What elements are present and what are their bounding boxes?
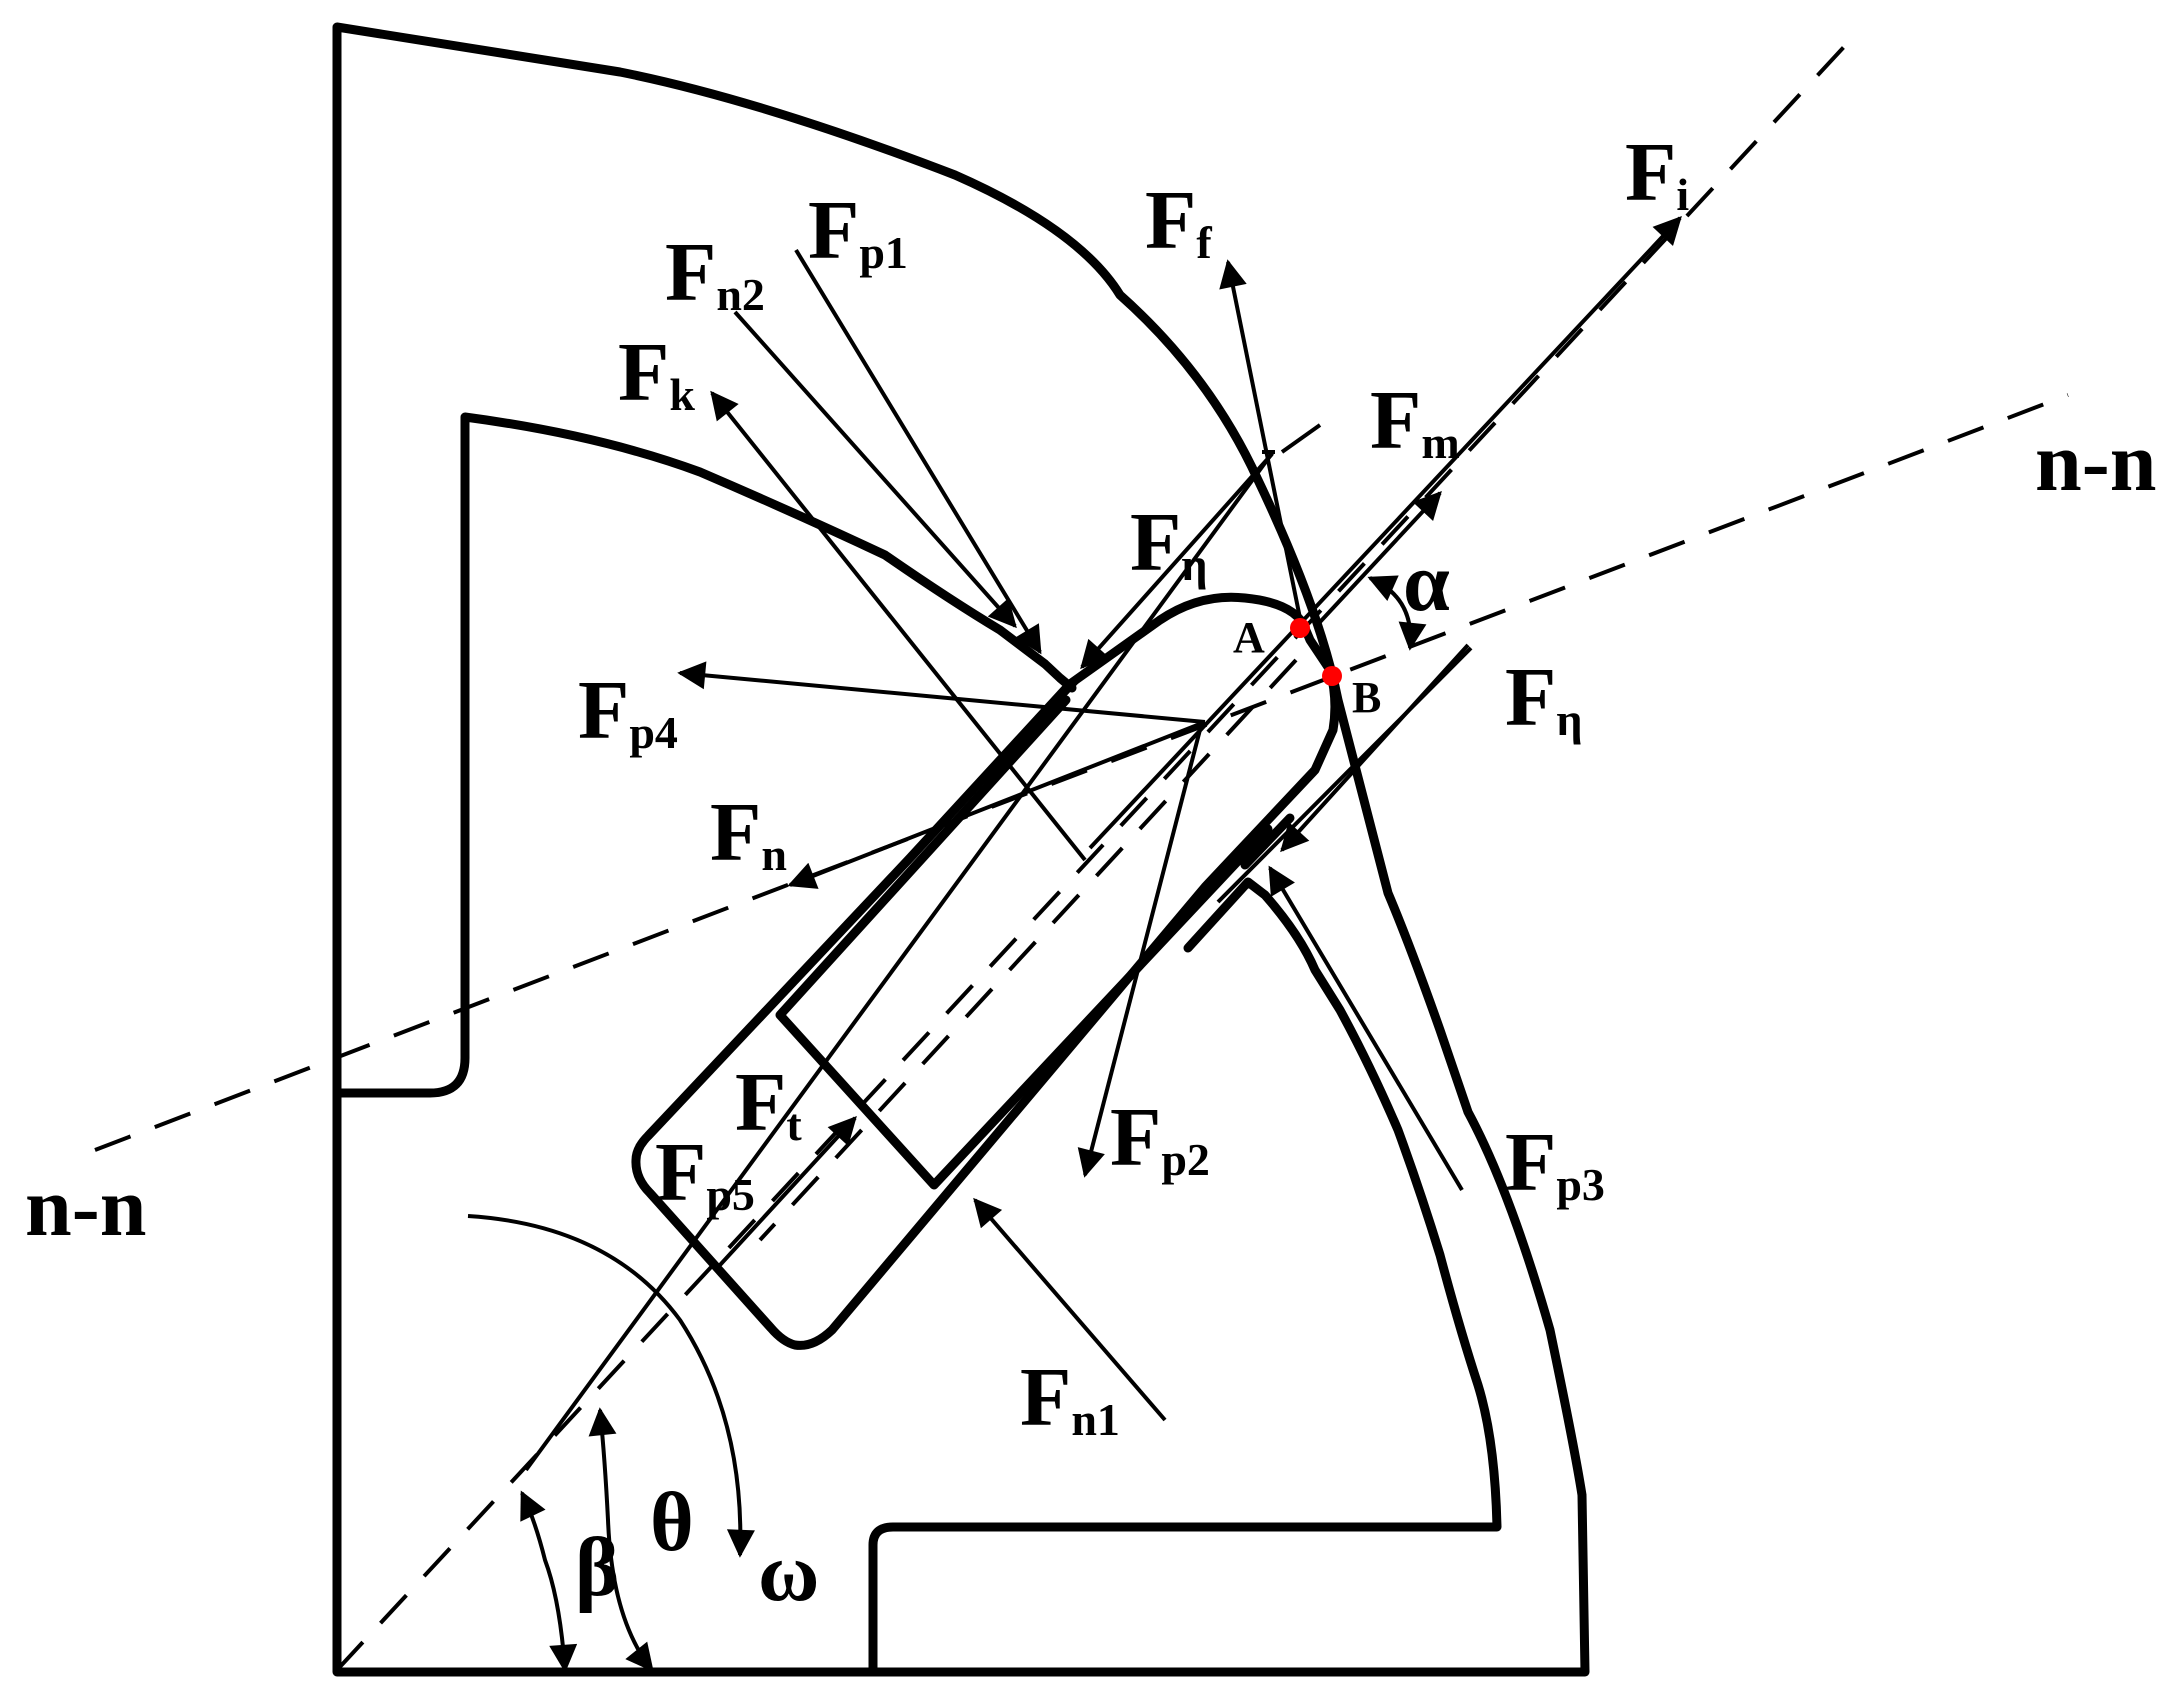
label-nn-right: n-n (2035, 416, 2156, 509)
label-alpha: α (1403, 536, 1450, 629)
label-fn: Fn (710, 786, 787, 880)
vane-centerline (335, 33, 1857, 1672)
labels: n-n n-n Fi Ff Fp1 Fn2 Fk Fm Fη Fη Fp4 Fn… (25, 126, 2156, 1619)
label-feta-right: Fη (1505, 651, 1582, 745)
angle-arcs (467, 575, 1427, 1673)
label-fn1: Fn1 (1020, 1351, 1120, 1445)
label-beta: β (575, 1521, 619, 1614)
contact-points (1290, 618, 1342, 686)
label-fm: Fm (1370, 374, 1460, 468)
arrow-fp1 (794, 248, 1042, 655)
arrow-fn2 (733, 310, 1017, 629)
alpha-arc (1367, 575, 1427, 651)
label-omega: ω (758, 1526, 819, 1619)
label-theta: θ (650, 1476, 694, 1569)
label-fp1: Fp1 (808, 184, 908, 278)
arrow-feta-right (1280, 643, 1470, 853)
label-fp3: Fp3 (1505, 1116, 1605, 1210)
label-feta-top: Fη (1130, 496, 1207, 590)
arrow-fp3 (1268, 865, 1464, 1192)
omega-arc (467, 1214, 755, 1558)
arrow-fp4 (677, 661, 1206, 724)
arrow-ft (718, 1115, 857, 1267)
label-ft: Ft (735, 1056, 802, 1150)
label-fi: Fi (1625, 126, 1689, 220)
label-fp5: Fp5 (655, 1126, 755, 1220)
arrow-feta-top (1080, 452, 1274, 670)
theta-arc (588, 1407, 654, 1673)
arrow-ff (1219, 259, 1304, 629)
label-fp4: Fp4 (578, 664, 678, 758)
arrow-fk (710, 390, 1087, 862)
arrow-fp2 (1077, 721, 1204, 1178)
label-nn-left: n-n (25, 1161, 146, 1254)
label-fp2: Fp2 (1110, 1091, 1210, 1185)
force-arrows (677, 215, 1682, 1422)
arrow-fn1 (973, 1197, 1167, 1422)
housing-outline (332, 22, 1590, 1677)
label-fk: Fk (618, 326, 695, 420)
beta-arc (520, 1490, 578, 1673)
arrow-fn (787, 720, 1206, 889)
label-fn2: Fn2 (665, 226, 765, 320)
label-ff: Ff (1145, 174, 1212, 268)
arrow-fm (1318, 490, 1442, 624)
point-b-dot (1322, 666, 1342, 686)
label-point-a: A (1233, 613, 1265, 662)
label-point-b: B (1352, 673, 1381, 722)
arrow-fi (1088, 215, 1682, 850)
point-a-dot (1290, 618, 1310, 638)
